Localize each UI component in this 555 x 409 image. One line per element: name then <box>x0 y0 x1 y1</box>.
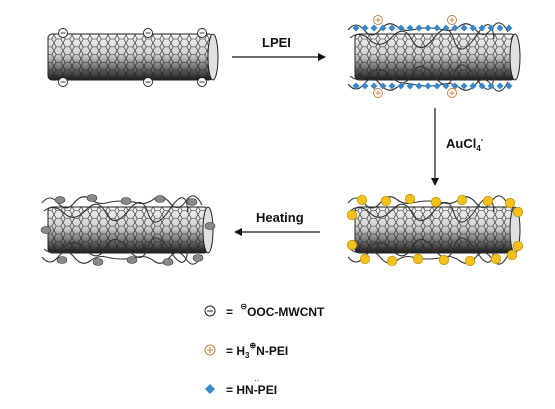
amine-diamond <box>406 82 414 90</box>
ammonium-legend-icon <box>204 344 216 356</box>
step-label-aucl4: AuCl4- <box>446 135 484 153</box>
arrow-lpei <box>232 53 326 61</box>
gold-nanoparticles <box>40 194 216 266</box>
nanoparticle <box>126 256 138 264</box>
ammonium-markers <box>373 15 457 98</box>
amine-diamond <box>505 24 513 32</box>
amine-diamond <box>487 82 495 90</box>
step-label-lpei: LPEI <box>262 35 291 50</box>
gold-complex-dot <box>386 255 398 267</box>
nanoparticle <box>192 254 204 262</box>
gold-complex-dot <box>412 253 424 265</box>
amine-diamond <box>388 24 396 32</box>
nanoparticle <box>56 256 68 264</box>
amine-diamond <box>406 24 414 32</box>
nanoparticle <box>92 258 104 266</box>
gold-complex-dot <box>456 194 468 206</box>
amine-diamond <box>370 24 378 32</box>
legend-amine: = HN-PEI <box>226 383 277 397</box>
amine-diamond <box>442 82 450 90</box>
amine-diamond <box>451 82 459 90</box>
amine-diamond <box>487 24 495 32</box>
amine-diamond <box>397 82 405 90</box>
gold-complex-dot <box>504 197 516 209</box>
amine-diamond <box>379 24 387 32</box>
gold-complex-dot <box>359 253 371 265</box>
amine-diamond <box>370 82 378 90</box>
gold-complex-dot <box>506 249 518 261</box>
amine-diamond <box>433 24 441 32</box>
nanotube-gold-complex <box>354 206 521 254</box>
nanoparticle <box>86 194 98 202</box>
amine-markers <box>352 24 513 90</box>
gold-complex-dot <box>404 193 416 205</box>
gold-complex-dot <box>380 195 392 207</box>
gold-complex-dot <box>430 196 442 208</box>
gold-complex-dot <box>482 195 494 207</box>
amine-diamond <box>460 24 468 32</box>
arrow-heating <box>234 228 320 236</box>
amine-diamond <box>451 24 459 32</box>
amine-diamond <box>496 24 504 32</box>
amine-diamond <box>469 82 477 90</box>
legend-ammonium: = H3⊕N-PEI <box>226 341 288 360</box>
amine-legend-icon <box>205 384 215 394</box>
gold-complex-dot <box>346 209 358 221</box>
amine-diamond <box>424 24 432 32</box>
amine-diamond <box>361 82 369 90</box>
amine-diamond <box>460 82 468 90</box>
amine-diamond <box>433 82 441 90</box>
gold-complex-dot <box>464 255 476 267</box>
gold-complex-dot <box>490 253 502 265</box>
gold-complex-dot <box>356 194 368 206</box>
gold-complex-dot <box>512 240 524 252</box>
amine-diamond <box>415 24 423 32</box>
amine-diamond <box>352 24 360 32</box>
step-label-heating: Heating <box>256 210 304 225</box>
nanotube-plain <box>47 33 219 81</box>
nanoparticle <box>40 226 52 234</box>
amine-diamond <box>424 82 432 90</box>
amine-diamond <box>415 82 423 90</box>
amine-diamond <box>388 82 396 90</box>
legend-amine-lone-pair: ·· <box>254 376 259 385</box>
nanoparticle <box>54 196 66 204</box>
gold-complex-markers <box>346 193 524 267</box>
amine-diamond <box>352 82 360 90</box>
carboxylate-markers <box>58 28 207 87</box>
amine-diamond <box>505 82 513 90</box>
amine-diamond <box>469 24 477 32</box>
gold-complex-dot <box>346 239 358 251</box>
legend-carboxylate: = ⊝OOC-MWCNT <box>226 302 325 319</box>
legend: = ⊝OOC-MWCNT = H3⊕N-PEI = HN-PEI ·· <box>204 302 325 397</box>
nanoparticle <box>154 195 166 203</box>
amine-diamond <box>496 82 504 90</box>
nanoparticle <box>186 198 198 206</box>
amine-diamond <box>379 82 387 90</box>
nanoparticle <box>162 258 174 266</box>
amine-diamond <box>478 82 486 90</box>
carboxylate-legend-icon <box>204 305 216 317</box>
gold-complex-dot <box>438 254 450 266</box>
arrow-aucl4 <box>431 108 439 186</box>
amine-diamond <box>397 24 405 32</box>
amine-diamond <box>478 24 486 32</box>
nanoparticle <box>120 197 132 205</box>
amine-diamond <box>442 24 450 32</box>
nanoparticle <box>204 222 216 230</box>
nanotube-heated <box>47 206 214 254</box>
amine-diamond <box>361 24 369 32</box>
nanotube-lpei <box>354 33 521 81</box>
gold-complex-dot <box>512 206 524 218</box>
